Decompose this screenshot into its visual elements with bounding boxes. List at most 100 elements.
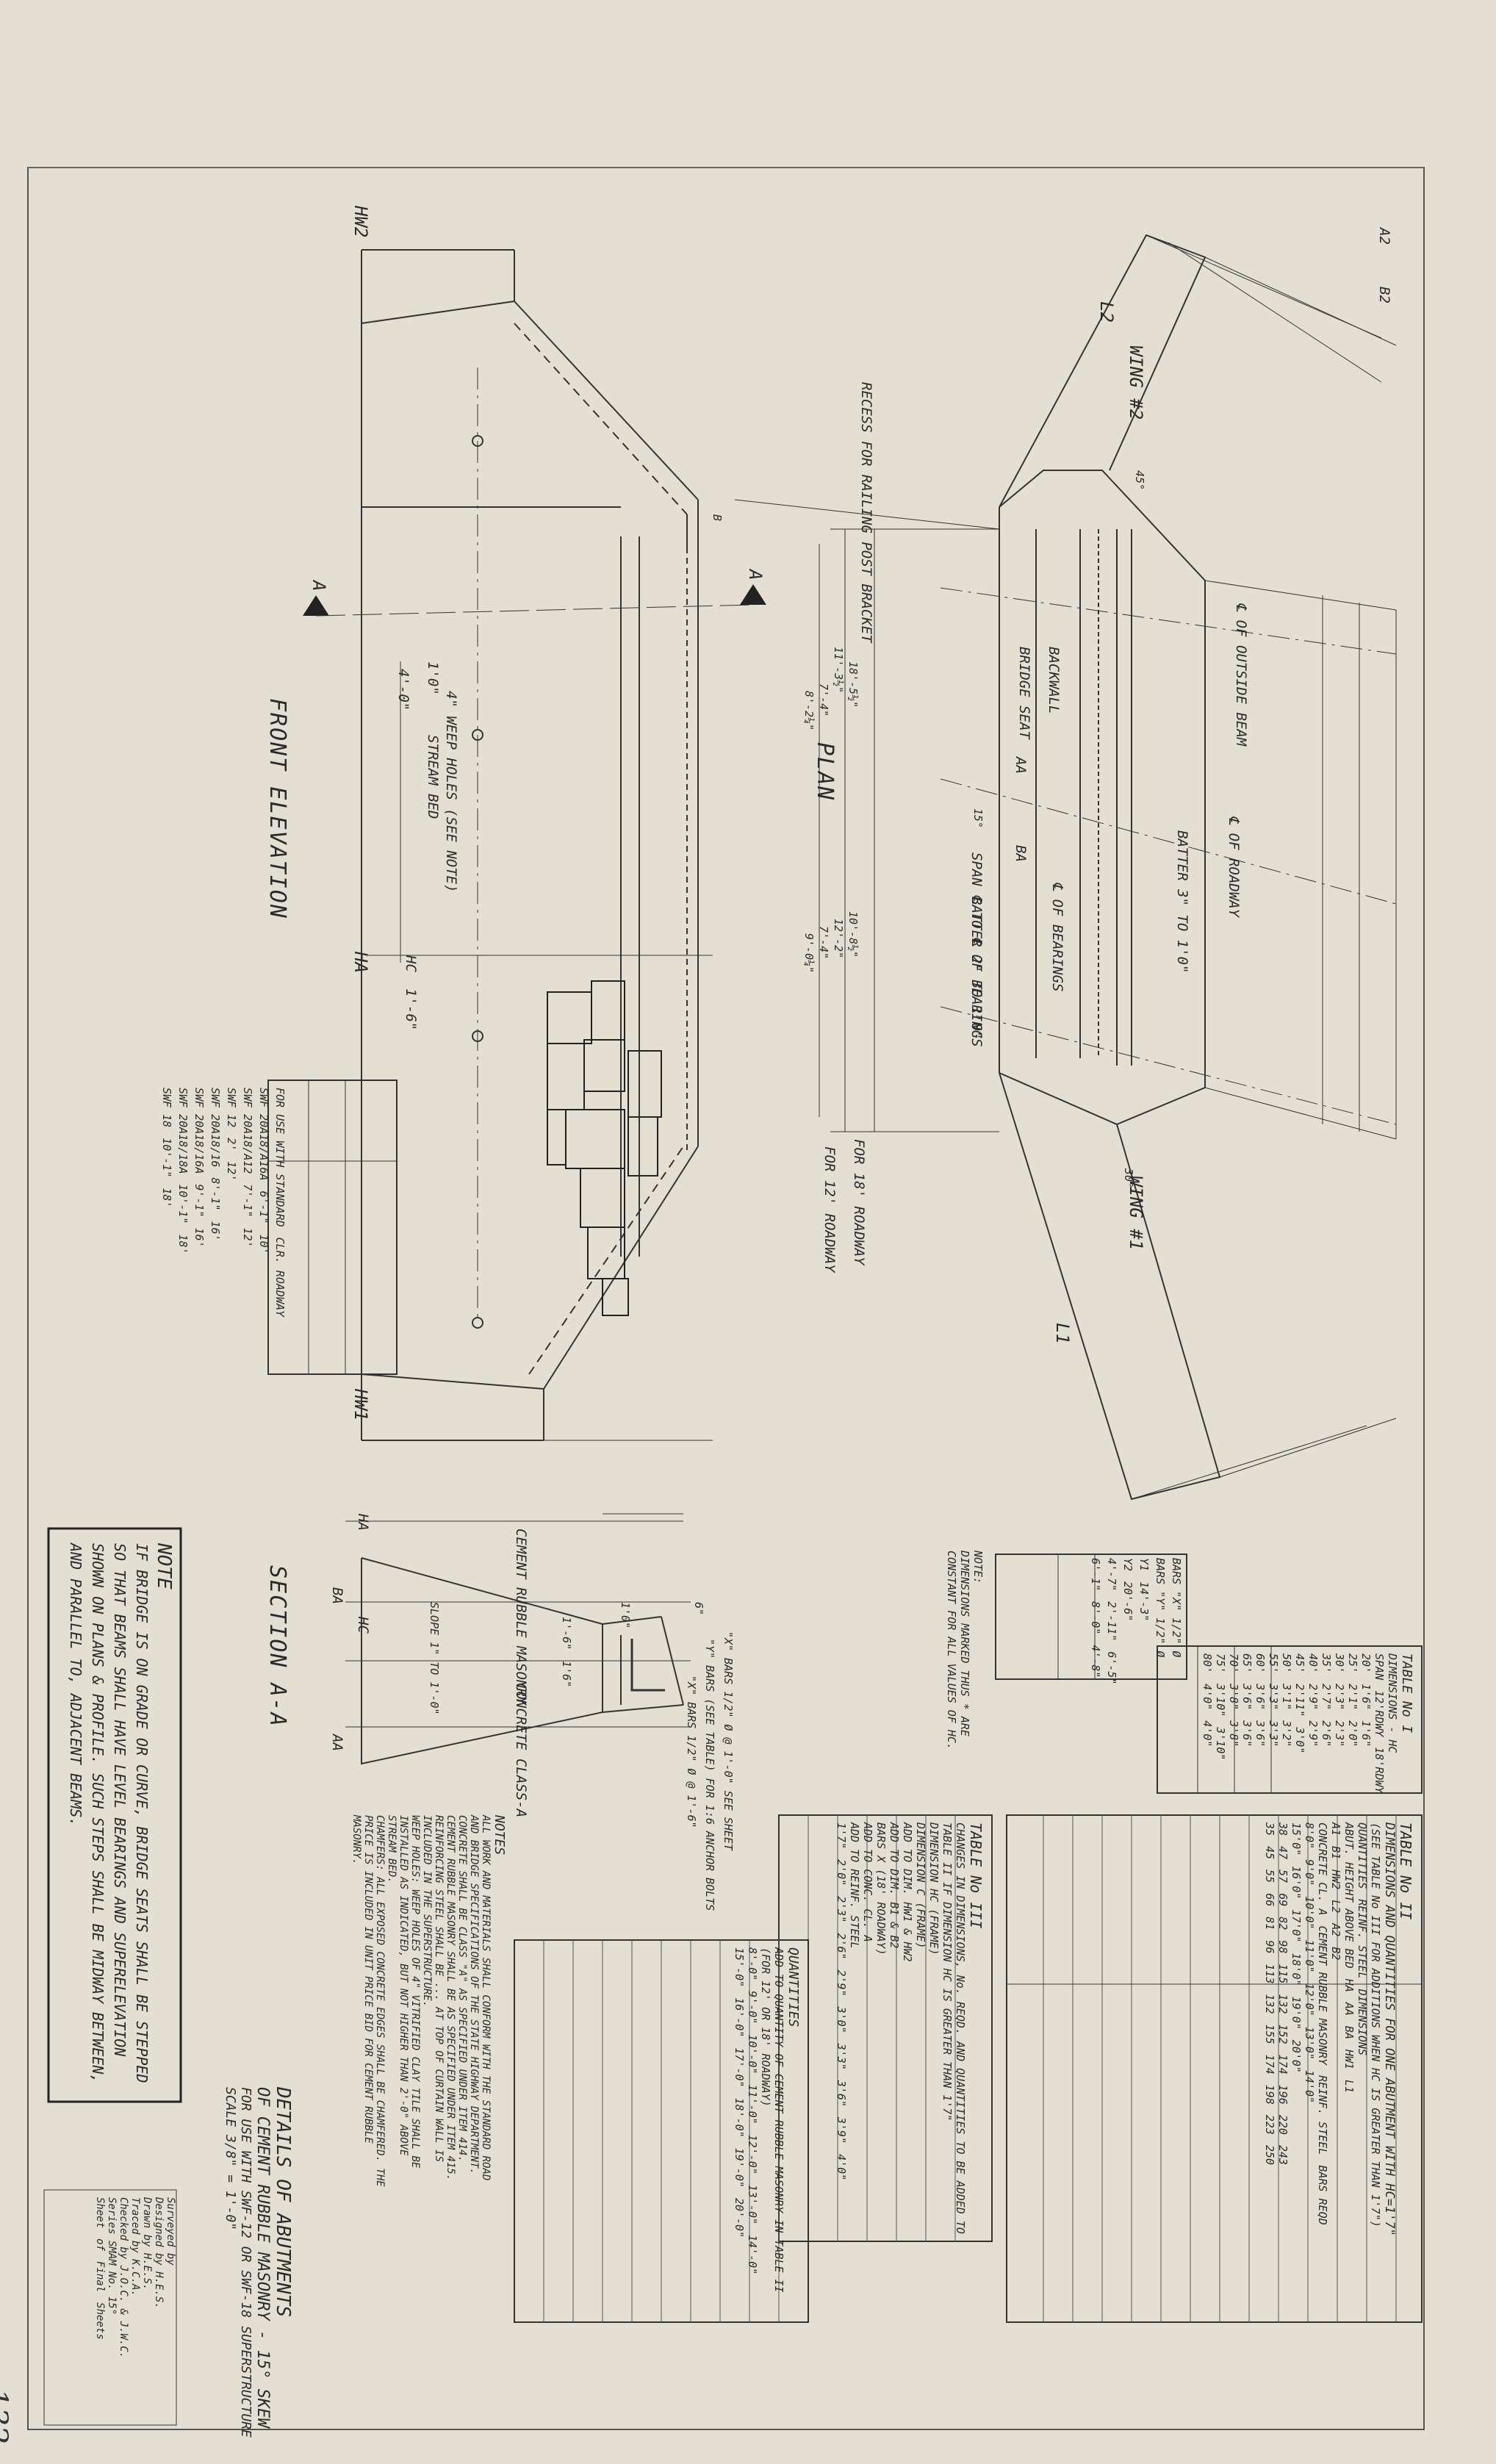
roadway-row-name: SWF 20A18/A12	[241, 1088, 254, 1174]
table-ii-masonry: 98	[1276, 1940, 1290, 1954]
section-dim-4: 6"	[692, 1602, 705, 1616]
roadway-row-width: 12'	[225, 1161, 238, 1182]
ba-section-label: BA	[329, 1587, 345, 1604]
table-ii-grid	[1043, 1815, 1397, 2322]
table-i-cell: 2'3"	[1333, 1720, 1346, 1748]
cement-rubble-label: CEMENT RUBBLE MASONRY	[513, 1529, 529, 1706]
table-ii-height: 18'0"	[1290, 1953, 1303, 1986]
table-ii-row-label: A1	[1329, 1822, 1342, 1836]
table-ii-masonry12: 223	[1263, 2114, 1276, 2135]
table-i-cell: 1'6"	[1359, 1720, 1373, 1748]
table-i-cell: 1'6"	[1359, 1684, 1373, 1711]
roadway-row-name: SWF 18	[160, 1088, 173, 1128]
dims-note: NOTE: DIMENSIONS MARKED THUS * ARE CONST…	[945, 1551, 985, 1771]
for-18-roadway: FOR 18' ROADWAY	[851, 1139, 867, 1265]
hc-section-label: HC	[355, 1617, 371, 1634]
quantities-height: 20'-0"	[733, 2197, 746, 2238]
roadway-row-dim: 6'-1"	[257, 1190, 270, 1224]
section-title: SECTION A-A	[265, 1565, 290, 1728]
hw1-label: HW1	[350, 1389, 371, 1421]
angle-45-label: 45°	[1133, 470, 1146, 491]
designed-by: Designed by H.E.S.	[153, 2197, 165, 2309]
bars-side-dim: 6'-5"	[1105, 1651, 1118, 1685]
plan-dim-3: 7'-4"	[817, 683, 830, 717]
roadway-row-dim: 2'	[225, 1138, 238, 1152]
ha-label: HA	[350, 952, 371, 973]
table-ii-row-label: HW1	[1342, 2049, 1356, 2069]
table-ii-masonry: 220	[1276, 2114, 1290, 2135]
table-ii-quant-label: CONCRETE CL. A	[1316, 1822, 1329, 1916]
table-i-cell: 3'8"	[1227, 1684, 1240, 1711]
plan-title: PLAN	[812, 742, 838, 802]
table-iii-hc: 3'0"	[835, 2006, 848, 2033]
plan-view	[734, 234, 1397, 1501]
quantities-table: QUANTITIES ADD TO QUANTITY OF CEMENT RUB…	[733, 1947, 801, 2315]
angle-30-label: 30°	[1122, 1168, 1135, 1189]
table-ii-quant-header: QUANTITIES	[1356, 1822, 1369, 1889]
table-i-cell: 4'0"	[1201, 1720, 1214, 1748]
table-i-cell: 4'0"	[1201, 1684, 1214, 1711]
bars-val-y1: 14'-3"	[1137, 1581, 1151, 1622]
checked-by: Checked by J.O.C. & J.W.C.	[118, 2197, 129, 2359]
bars-side-dim: 8'-0"	[1089, 1601, 1102, 1635]
table-ii-subtitle: DIMENSIONS AND QUANTITIES FOR ONE ABUTME…	[1382, 1822, 1397, 2236]
plan-dim-2: 11'-3½"	[832, 647, 845, 694]
section-dim-1: 1'-6"	[560, 1617, 573, 1651]
table-ii-masonry: 57	[1276, 1869, 1290, 1883]
bars-col-y1: Y1	[1137, 1558, 1151, 1572]
table-ii-row-label: B1	[1329, 1846, 1342, 1860]
table-iii-row: ADD TO DIM. HW1 & HW2	[901, 1822, 914, 1962]
traced-by: Traced by K.C.A.	[129, 2197, 141, 2296]
table-iii-hc: 2'9"	[835, 1969, 848, 1997]
table-i-cell: 3'1"	[1280, 1684, 1293, 1711]
bars-side-dim: 4'-7"	[1105, 1558, 1118, 1592]
table-ii-masonry12: 55	[1263, 1869, 1276, 1883]
quantities-height: 19'-0"	[733, 2147, 746, 2188]
table-i-cell: 2'0"	[1346, 1720, 1359, 1748]
table-ii-height: 10'0"	[1303, 1896, 1316, 1930]
bars-y-title: BARS "Y" 1/2" Ø	[1154, 1558, 1167, 1658]
table-ii-height: 12'0"	[1303, 1983, 1316, 2016]
table-ii-dims-header: DIMENSIONS	[1356, 1989, 1369, 2055]
table-ii-masonry: 38	[1276, 1822, 1290, 1836]
table-ii-subtitle2: (SEE TABLE No III FOR ADDITIONS WHEN HC …	[1369, 1822, 1382, 2227]
table-ii-masonry12: 81	[1263, 1917, 1276, 1930]
drawing-subtitle: OF CEMENT RUBBLE MASONRY - 15° SKEW	[253, 2087, 272, 2428]
table-i-cell: 75'	[1214, 1653, 1227, 1674]
table-ii-masonry: 174	[1276, 2054, 1290, 2075]
dim-1-6: 1'-6"	[403, 988, 419, 1031]
x-bars-label: "X" BARS 1/2" Ø @ 1'-0" SEE SHEET	[722, 1631, 735, 1851]
quantities-height: 8'-0"	[746, 1947, 759, 1981]
roadway-row-dim: 7'-1"	[241, 1184, 254, 1218]
table-ii-masonry: 82	[1276, 1917, 1290, 1930]
general-note-item: ALL WORK AND MATERIALS SHALL CONFORM WIT…	[468, 1815, 492, 2181]
title-block-frame	[43, 2189, 177, 2426]
ba-plan-label: BA	[1013, 845, 1029, 862]
concrete-class-label: CONCRETE CLASS-A	[513, 1683, 529, 1818]
table-iii-hc: 3'6"	[835, 2080, 848, 2107]
section-dim-2: 1'6"	[560, 1661, 573, 1688]
table-iii-title: TABLE No III	[967, 1822, 985, 1929]
batter-2-label: BATTER 2" TO 1'0"	[968, 897, 985, 1040]
general-note-item: CEMENT RUBBLE MASONRY SHALL BE AS SPECIF…	[445, 1815, 456, 2181]
table-i-cell: 45'	[1293, 1653, 1306, 1674]
table-i-cell: 20'	[1359, 1653, 1373, 1674]
table-ii-masonry12: 198	[1263, 2084, 1276, 2105]
quantities-height: 17'-0"	[733, 2047, 746, 2088]
l1-label: L1	[1052, 1323, 1073, 1344]
table-ii-row-label: AA	[1342, 2002, 1356, 2016]
cl-outside-beam-label: ℄ OF OUTSIDE BEAM	[1233, 603, 1249, 747]
drawn-by: Drawn by H.E.S.	[141, 2197, 153, 2291]
roadway-row-width: 16'	[193, 1227, 206, 1248]
y-bars-label: "Y" BARS (SEE TABLE) FOR 1:6 ANCHOR BOLT…	[703, 1639, 716, 1911]
quantities-height: 14'-0"	[746, 2235, 759, 2275]
aa-plan-label: AA	[1013, 757, 1029, 774]
table-ii-height: 19'0"	[1290, 1996, 1303, 2030]
table-ii-quant-label: REINF. STEEL	[1316, 2075, 1329, 2155]
table-ii-masonry12: 35	[1263, 1822, 1276, 1836]
table-i-cell: 55'	[1267, 1653, 1280, 1674]
for-12-roadway: FOR 12' ROADWAY	[821, 1146, 838, 1273]
bars-side-dim: 6'-1"	[1089, 1558, 1102, 1592]
front-elevation-title: FRONT ELEVATION	[265, 698, 290, 919]
